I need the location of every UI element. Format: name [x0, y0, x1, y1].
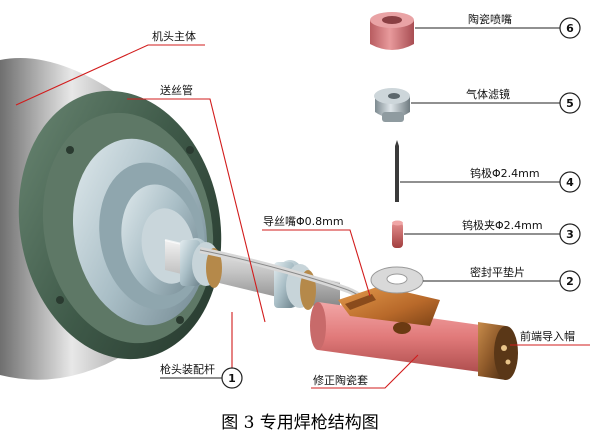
label-front-guide: 前端导入帽: [520, 329, 575, 343]
front-guide-cap-shape: [478, 322, 518, 380]
tungsten-electrode-part: [395, 140, 399, 202]
flange-bolt: [66, 146, 74, 154]
label-wire-tube: 送丝管: [160, 83, 193, 97]
label-main-body: 机头主体: [152, 29, 196, 43]
label-wire-nozzle: 导丝嘴Φ0.8mm: [263, 215, 344, 228]
part-number-circle-4: 4: [559, 171, 581, 193]
part-number-circle-2: 2: [559, 270, 581, 292]
part-number-circle-6: 6: [559, 17, 581, 39]
tungsten-clamp-part: [392, 220, 403, 248]
cap-hole: [505, 359, 511, 365]
leader-wire-tube: [127, 98, 266, 323]
label-part-3: 钨极夹Φ2.4mm: [462, 218, 543, 232]
gas-filter-part: [374, 88, 410, 122]
label-part-6: 陶瓷喷嘴: [468, 12, 512, 26]
svg-text:1: 1: [228, 372, 236, 385]
part-number-circle-5: 5: [559, 92, 581, 114]
ceramic-sleeve-shape: [310, 286, 480, 372]
svg-text:5: 5: [566, 97, 574, 110]
flange-bolt: [56, 296, 64, 304]
flange-bolt: [186, 146, 194, 154]
svg-text:3: 3: [566, 228, 574, 241]
label-part-5: 气体滤镜: [466, 87, 510, 101]
ceramic-nozzle-part: [370, 12, 414, 50]
svg-text:6: 6: [566, 22, 574, 35]
cap-hole: [501, 345, 507, 351]
label-mount-rod: 枪头装配杆: [160, 362, 215, 376]
label-ceramic-sleeve: 修正陶瓷套: [313, 373, 368, 387]
seal-washer-part: [370, 266, 424, 294]
flange-bolt: [176, 316, 184, 324]
svg-text:2: 2: [566, 275, 574, 288]
leader-main-body: [15, 44, 205, 106]
label-part-2: 密封平垫片: [470, 265, 525, 279]
svg-text:4: 4: [566, 176, 574, 189]
label-part-4: 钨极Φ2.4mm: [470, 166, 540, 180]
figure-caption: 图 3 专用焊枪结构图: [221, 413, 379, 433]
part-number-circle-3: 3: [559, 223, 581, 245]
part-number-circle-1: 1: [221, 367, 243, 389]
machine-head-body: [0, 58, 222, 380]
leader-wire-nozzle: [262, 229, 371, 297]
leader-ceramic-sleeve: [311, 354, 419, 389]
